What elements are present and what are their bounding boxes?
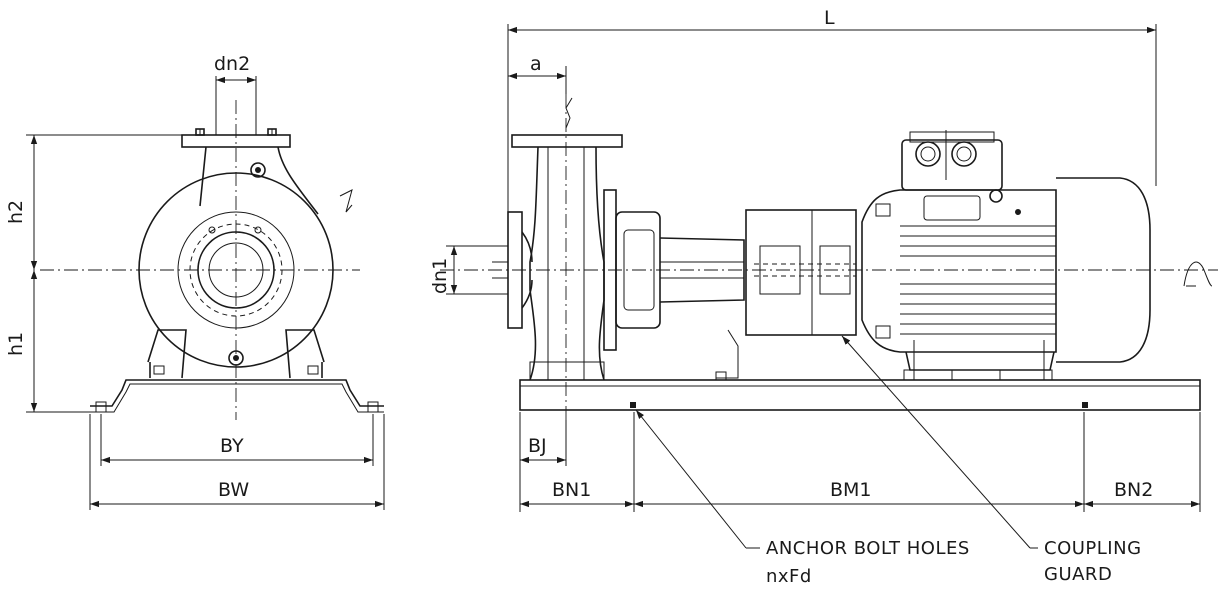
dim-BY: BY [220, 435, 244, 457]
note-anchor-bolt-spec: nxFd [766, 566, 812, 587]
dim-h1: h1 [5, 332, 27, 356]
dim-h2: h2 [5, 200, 27, 224]
dim-L: L [824, 7, 835, 29]
dim-BN1: BN1 [552, 479, 591, 501]
dim-BJ: BJ [528, 435, 547, 457]
note-guard: GUARD [1044, 564, 1112, 585]
dim-a: a [530, 53, 542, 75]
note-anchor-bolt-holes: ANCHOR BOLT HOLES [766, 538, 970, 559]
front-view: dn2 h2 h1 BY BW [5, 53, 385, 510]
side-view: L a dn1 BJ BN1 BM1 BN2 [429, 7, 1218, 549]
note-coupling: COUPLING [1044, 538, 1142, 559]
dim-BW: BW [218, 479, 249, 501]
dim-dn1: dn1 [429, 258, 451, 294]
motor-cooling-fins [900, 225, 1056, 335]
dim-BM1: BM1 [830, 479, 872, 501]
notes: ANCHOR BOLT HOLES nxFd COUPLING GUARD [766, 538, 1142, 587]
dim-BN2: BN2 [1114, 479, 1153, 501]
dim-dn2: dn2 [214, 53, 250, 75]
